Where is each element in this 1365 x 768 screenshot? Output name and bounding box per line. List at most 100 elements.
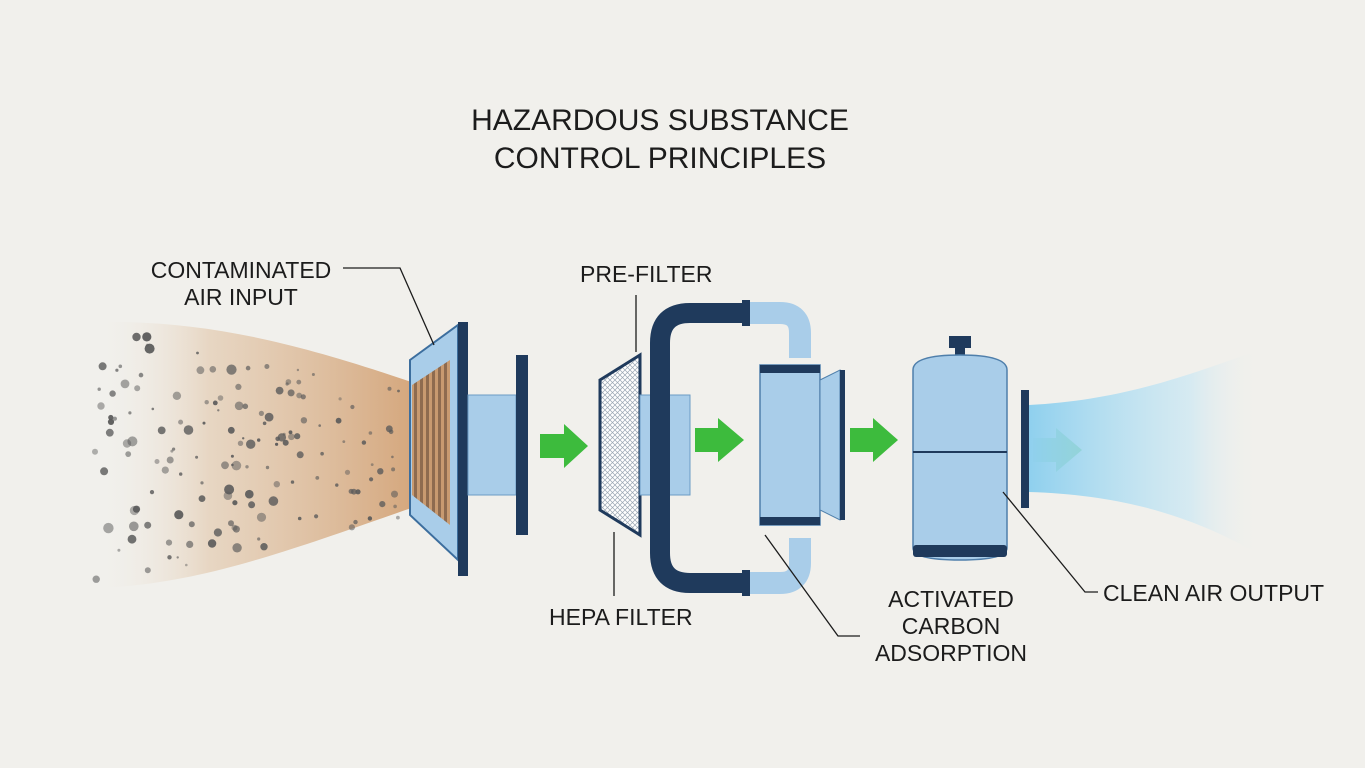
particle xyxy=(296,392,303,399)
particle xyxy=(115,368,119,372)
title-line-2: CONTROL PRINCIPLES xyxy=(493,142,827,175)
particle xyxy=(144,521,152,529)
particle xyxy=(257,438,261,442)
particle xyxy=(207,539,217,548)
contaminated-air-input-label: CONTAMINATED AIR INPUT xyxy=(148,257,334,311)
particle xyxy=(379,501,386,508)
particle xyxy=(294,433,301,440)
particle xyxy=(151,407,155,411)
particle xyxy=(335,483,339,487)
particle xyxy=(176,556,179,559)
particle xyxy=(231,460,242,471)
particle xyxy=(196,366,205,375)
particle xyxy=(154,459,160,464)
particle xyxy=(92,575,100,583)
particle xyxy=(217,395,224,401)
flow-arrow-icon xyxy=(850,418,898,462)
particle xyxy=(170,449,174,453)
particle xyxy=(320,451,324,456)
particle xyxy=(391,467,396,472)
particle xyxy=(232,543,242,553)
particle xyxy=(125,451,132,457)
particle xyxy=(105,428,114,437)
particle xyxy=(145,343,149,347)
label-line: CONTAMINATED xyxy=(150,257,332,283)
particle xyxy=(98,362,107,371)
particle xyxy=(107,418,115,425)
particle xyxy=(109,390,116,397)
particle xyxy=(242,403,249,410)
particle xyxy=(157,426,166,435)
filter-housing xyxy=(759,364,845,526)
particle xyxy=(246,439,256,449)
particle xyxy=(391,455,394,459)
particle xyxy=(245,489,254,499)
particle xyxy=(128,411,132,415)
activated-carbon-adsorption-label: ACTIVATED CARBON ADSORPTION xyxy=(870,586,1032,667)
particle xyxy=(288,433,295,441)
particle xyxy=(178,419,184,425)
particle xyxy=(166,456,174,464)
particle xyxy=(370,463,374,466)
outlet-flange xyxy=(1021,390,1029,508)
label-line: ADSORPTION xyxy=(874,640,1028,666)
particle xyxy=(397,389,400,393)
particle xyxy=(273,481,280,488)
particle xyxy=(100,467,109,476)
flow-arrow-icon xyxy=(540,424,588,468)
particle xyxy=(108,414,114,421)
particle xyxy=(369,477,374,482)
particle xyxy=(391,490,398,498)
particle xyxy=(226,364,237,375)
particle xyxy=(311,373,315,376)
particle xyxy=(174,510,184,520)
particle xyxy=(262,421,267,426)
particle xyxy=(200,481,204,485)
clean-air-output-label: CLEAN AIR OUTPUT xyxy=(1103,580,1325,606)
particle xyxy=(367,516,373,521)
particle xyxy=(183,425,194,435)
particle xyxy=(355,489,361,495)
particle xyxy=(179,472,183,476)
particle xyxy=(285,382,289,386)
particle xyxy=(144,567,151,574)
particle xyxy=(127,534,137,544)
particle xyxy=(188,521,195,528)
hepa-filter-label: HEPA FILTER xyxy=(549,604,693,630)
particle xyxy=(167,555,172,560)
particle xyxy=(300,417,308,424)
particle xyxy=(344,469,351,475)
particle xyxy=(217,409,220,412)
particle xyxy=(275,386,284,395)
particle xyxy=(342,440,346,443)
particle xyxy=(361,440,367,445)
particle xyxy=(127,436,138,447)
particle-cloud xyxy=(92,332,400,583)
particle xyxy=(353,519,358,525)
particle xyxy=(129,521,139,532)
particle xyxy=(385,425,393,433)
pre-filter-label: PRE-FILTER xyxy=(580,261,713,287)
particle xyxy=(296,368,300,372)
particle xyxy=(387,386,392,391)
particle xyxy=(198,495,206,502)
particle xyxy=(265,465,270,470)
particle xyxy=(297,516,302,521)
particle xyxy=(97,387,101,391)
particle xyxy=(97,402,105,410)
title-line-1: HAZARDOUS SUBSTANCE xyxy=(471,104,849,137)
particle xyxy=(112,416,117,421)
particle xyxy=(296,451,304,459)
particle xyxy=(232,525,240,533)
particle xyxy=(264,364,270,369)
label-line: ACTIVATED xyxy=(888,586,1014,612)
particle xyxy=(224,484,235,495)
leader-lines xyxy=(343,267,1098,637)
particle xyxy=(315,476,320,480)
particle xyxy=(296,379,302,385)
particle xyxy=(288,430,293,435)
carbon-canister xyxy=(912,336,1008,561)
particle xyxy=(245,365,251,371)
particle xyxy=(92,448,98,455)
